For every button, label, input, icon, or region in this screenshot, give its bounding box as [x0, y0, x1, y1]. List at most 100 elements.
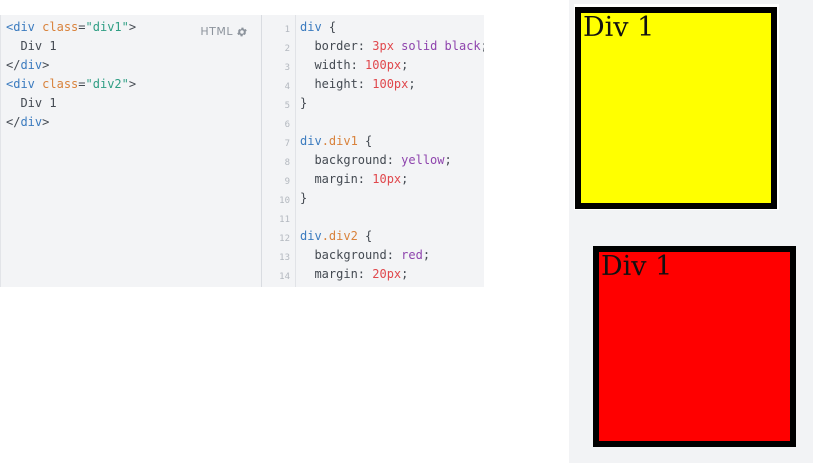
- css-code[interactable]: div { border: 3px solid black; width: 10…: [300, 18, 484, 284]
- line-number: 1: [284, 25, 290, 35]
- html-token: div: [13, 77, 35, 91]
- css-token: ;: [401, 172, 409, 186]
- html-line: Div 1: [6, 94, 136, 113]
- css-token: border:: [300, 39, 373, 53]
- div2-preview-text: Div 1: [601, 251, 673, 282]
- line-number: 2: [284, 44, 290, 54]
- css-line: [300, 113, 484, 132]
- css-token: black: [444, 39, 481, 53]
- html-token: =: [78, 20, 86, 34]
- css-token: {: [321, 20, 337, 34]
- html-token: </: [6, 58, 21, 72]
- css-line: background: red;: [300, 246, 484, 265]
- css-line: border: 3px solid black;: [300, 37, 484, 56]
- html-token: >: [128, 77, 137, 91]
- line-number: 4: [284, 82, 290, 92]
- css-token: 100px: [372, 77, 409, 91]
- css-token: height:: [300, 77, 373, 91]
- html-line: <div class="div2">: [6, 75, 136, 94]
- css-token: 10px: [372, 172, 402, 186]
- line-number: 13: [279, 253, 290, 263]
- line-number: 9: [284, 177, 290, 187]
- css-token: ;: [401, 58, 409, 72]
- css-token: 20px: [372, 267, 402, 281]
- css-token: 3px: [372, 39, 394, 53]
- css-line: margin: 20px;: [300, 265, 484, 284]
- html-label-text: HTML: [200, 25, 233, 38]
- css-token: ;: [408, 77, 416, 91]
- html-code[interactable]: <div class="div1"> Div 1</div><div class…: [6, 18, 136, 132]
- css-line: }: [300, 189, 484, 208]
- div2-preview-box: Div 1: [593, 246, 796, 447]
- line-number: 7: [284, 139, 290, 149]
- html-token: class: [42, 20, 79, 34]
- css-token: {: [357, 229, 373, 243]
- css-token: width:: [300, 58, 366, 72]
- line-number: 14: [279, 272, 290, 282]
- line-number: 5: [284, 101, 290, 111]
- css-line: div.div2 {: [300, 227, 484, 246]
- css-token: div: [300, 229, 322, 243]
- css-token: }: [300, 96, 308, 110]
- html-token: Div 1: [6, 39, 57, 53]
- line-number: 3: [284, 63, 290, 73]
- line-number: 8: [284, 158, 290, 168]
- css-token: ;: [422, 248, 431, 262]
- html-token: <: [6, 77, 14, 91]
- line-number: 10: [279, 196, 290, 206]
- preview-pane: Div 1 Div 1: [569, 0, 813, 463]
- css-token: background:: [300, 153, 402, 167]
- css-token: }: [300, 191, 308, 205]
- html-token: div: [20, 115, 43, 129]
- css-token: ;: [444, 153, 452, 167]
- css-line: margin: 10px;: [300, 170, 484, 189]
- html-line: </div>: [6, 56, 136, 75]
- css-token: ;: [481, 39, 484, 53]
- line-number: 12: [279, 234, 290, 244]
- line-number: 11: [279, 215, 290, 225]
- html-token: Div 1: [6, 96, 57, 110]
- html-token: div: [13, 20, 35, 34]
- div1-preview-box: Div 1: [575, 7, 777, 209]
- html-line: </div>: [6, 113, 136, 132]
- css-token: yellow: [401, 153, 445, 167]
- html-token: =: [78, 77, 86, 91]
- html-token: class: [42, 77, 79, 91]
- html-token: "div1": [85, 20, 129, 34]
- css-line: div.div1 {: [300, 132, 484, 151]
- div1-preview-text: Div 1: [583, 12, 655, 43]
- html-token: <: [6, 20, 14, 34]
- html-line: <div class="div1">: [6, 18, 136, 37]
- css-line: width: 100px;: [300, 56, 484, 75]
- css-token: solid: [401, 39, 438, 53]
- css-token: .div2: [321, 229, 358, 243]
- css-token: .div1: [321, 134, 358, 148]
- css-token: margin:: [300, 267, 373, 281]
- html-editor-pane[interactable]: <div class="div1"> Div 1</div><div class…: [0, 15, 261, 287]
- html-token: >: [128, 20, 137, 34]
- gear-icon[interactable]: [236, 26, 248, 38]
- css-token: ;: [401, 267, 409, 281]
- css-token: red: [401, 248, 423, 262]
- css-token: margin:: [300, 172, 373, 186]
- css-line: [300, 208, 484, 227]
- css-line: background: yellow;: [300, 151, 484, 170]
- css-token: div: [300, 20, 322, 34]
- html-token: >: [42, 115, 50, 129]
- html-pane-label[interactable]: HTML: [200, 25, 248, 38]
- html-token: div: [20, 58, 43, 72]
- html-token: >: [42, 58, 50, 72]
- css-token: background:: [300, 248, 402, 262]
- css-line: height: 100px;: [300, 75, 484, 94]
- div1-preview-frame: Div 1: [574, 4, 779, 210]
- css-token: 100px: [365, 58, 402, 72]
- css-line: }: [300, 94, 484, 113]
- html-token: "div2": [85, 77, 129, 91]
- html-token: </: [6, 115, 21, 129]
- css-line: div {: [300, 18, 484, 37]
- html-line: Div 1: [6, 37, 136, 56]
- line-number: 6: [284, 120, 290, 130]
